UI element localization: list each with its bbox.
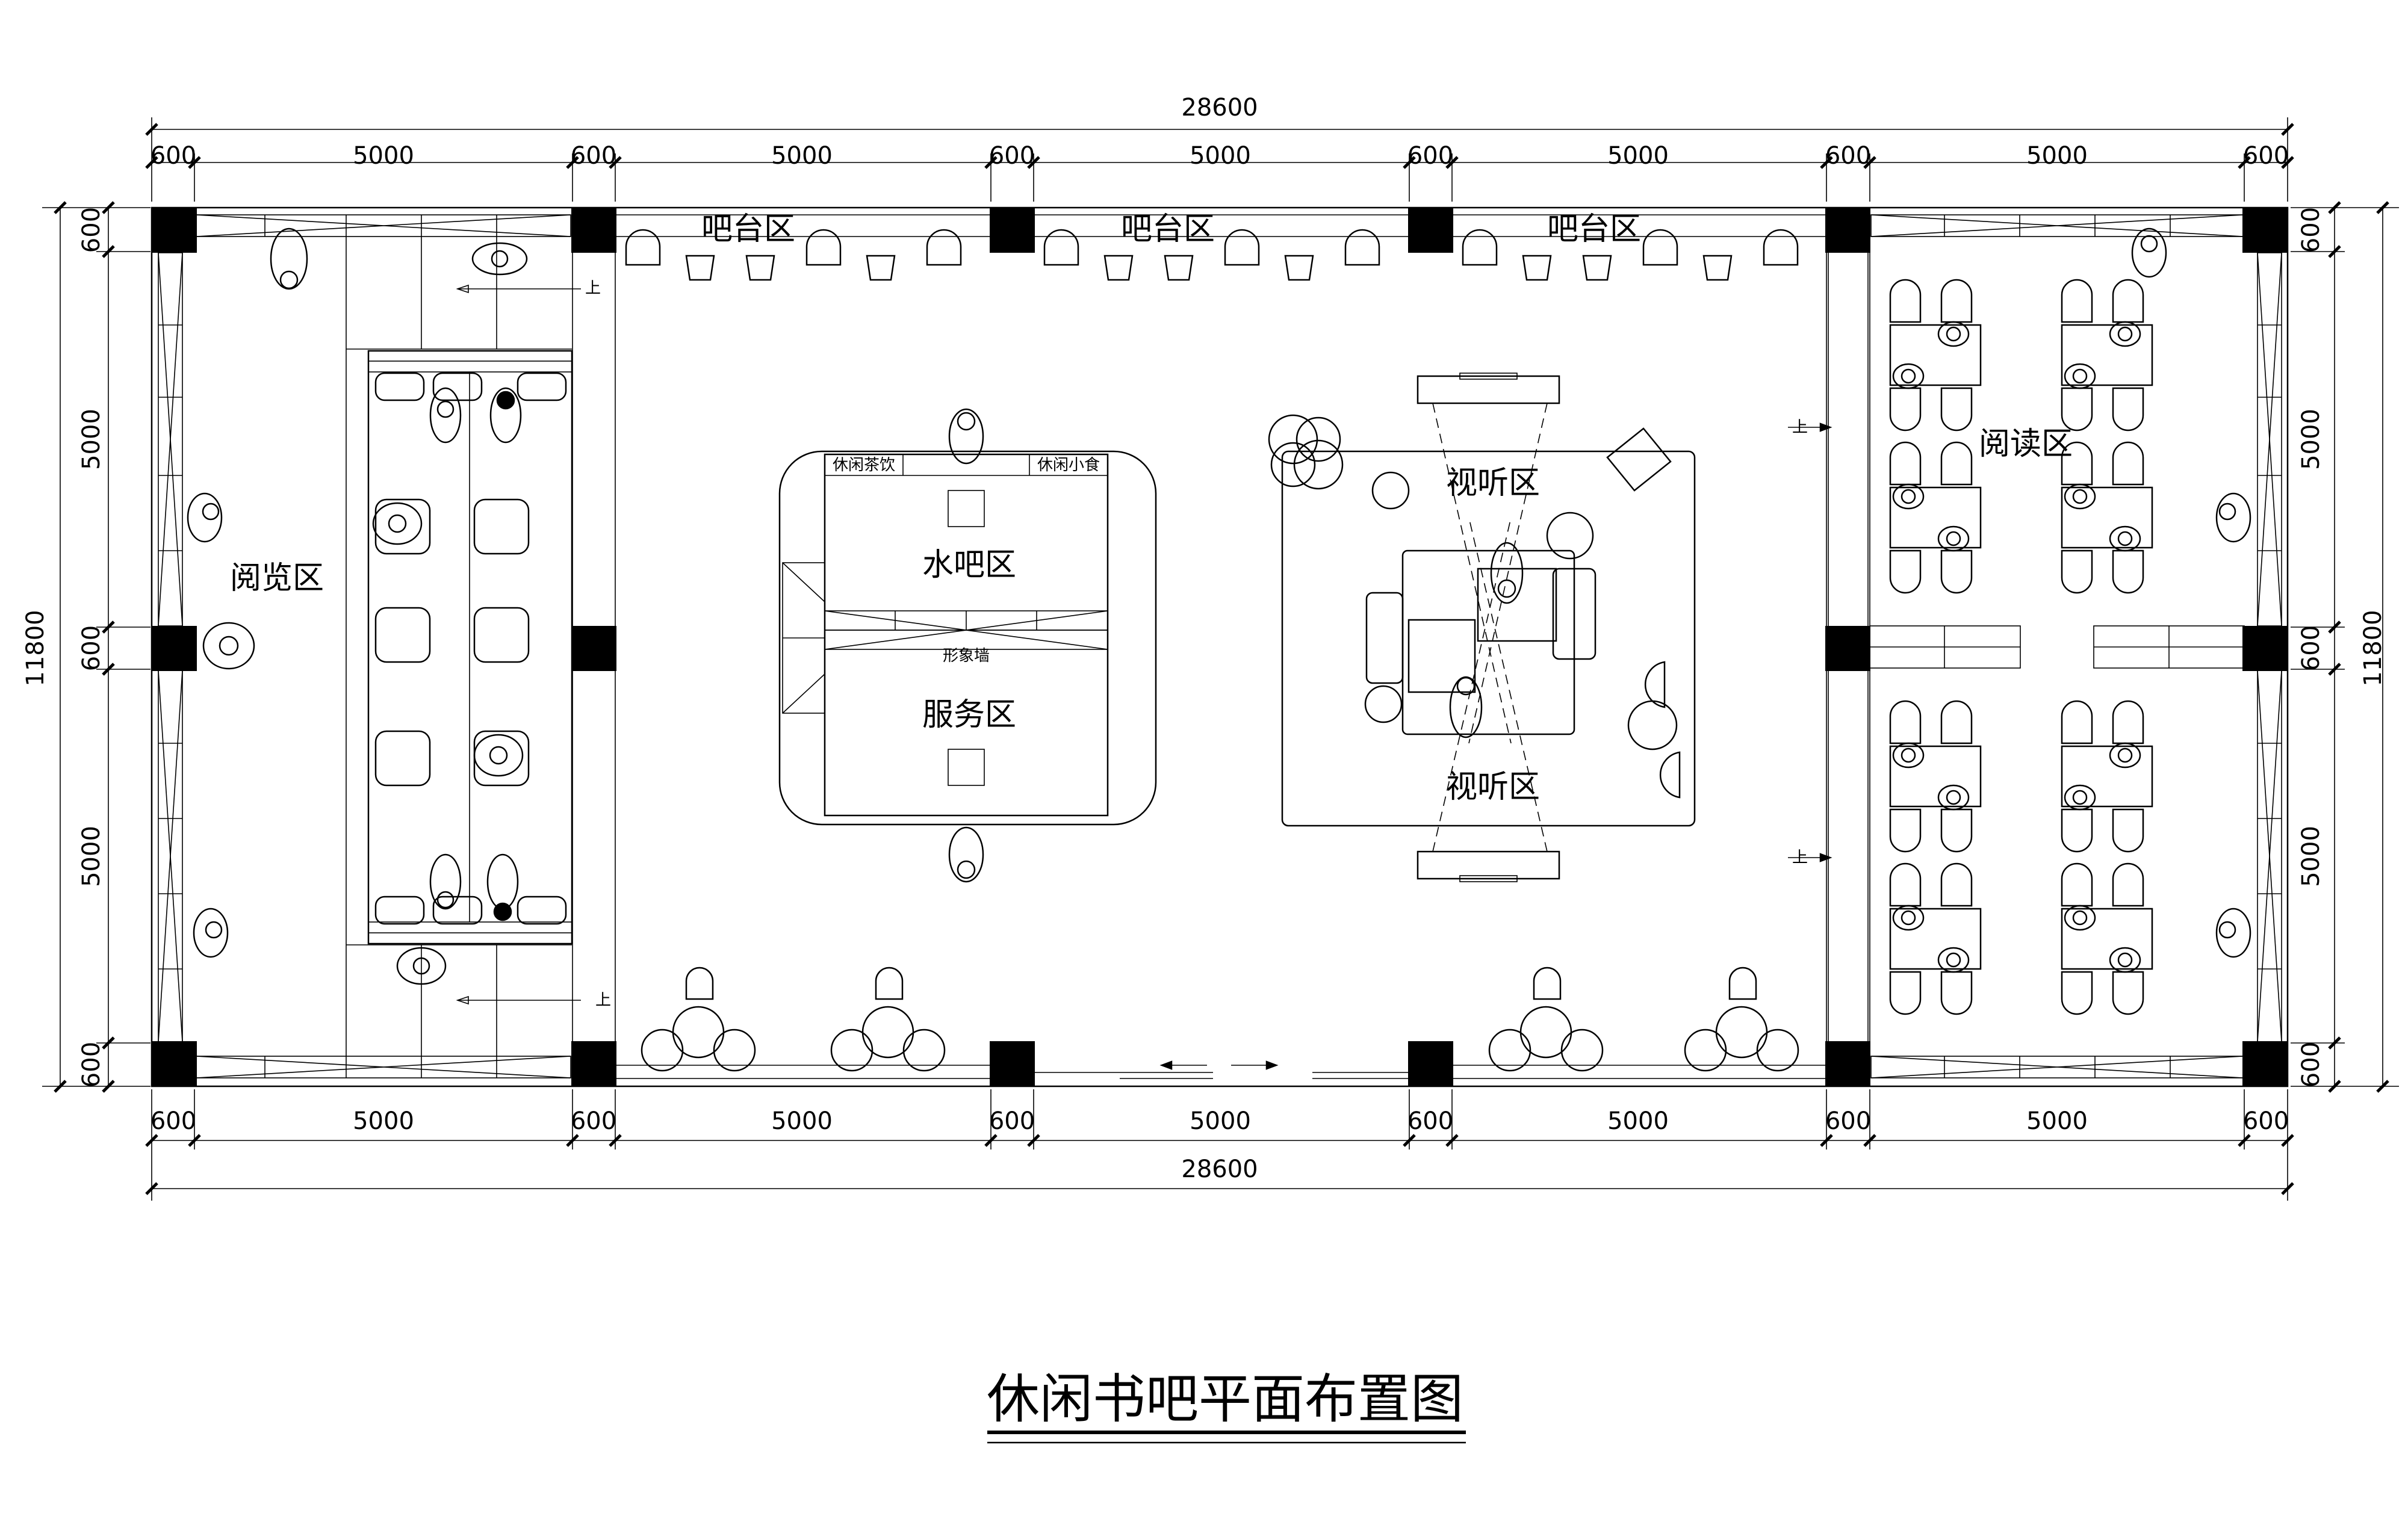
dimension-right: 11800 600 5000 600 5000 600 (2291, 201, 2399, 1093)
zone-label-water-bar: 水吧区 (922, 547, 1016, 583)
dim-left-4: 5000 (78, 826, 105, 887)
dim-bottom-1: 600 (150, 1107, 196, 1135)
drawing-title: 休闲书吧平面布置图 (987, 1368, 1466, 1444)
dim-right-4: 5000 (2297, 826, 2325, 887)
dim-top-5: 600 (989, 142, 1035, 170)
stair-up-label-2: 上 (595, 991, 611, 1009)
dim-bottom-10: 5000 (2026, 1107, 2088, 1135)
dim-top-11: 600 (2243, 142, 2289, 170)
browse-area-furniture (346, 237, 581, 1056)
dim-left-2: 5000 (78, 409, 105, 470)
dim-left-3: 600 (78, 625, 105, 671)
bottom-lounge-seating (641, 967, 1799, 1072)
dim-right-5: 600 (2297, 1042, 2325, 1088)
dim-bottom-5: 600 (989, 1107, 1035, 1135)
dimension-left: 11800 600 5000 600 5000 600 (22, 201, 150, 1093)
label-leisure-snack: 休闲小食 (1037, 456, 1100, 474)
dim-bottom-9: 600 (1825, 1107, 1871, 1135)
dim-bottom-6: 5000 (1190, 1107, 1251, 1135)
zone-label-reading: 阅读区 (1979, 426, 2073, 462)
person-icons-browse (187, 227, 528, 985)
dim-top-10: 5000 (2026, 142, 2088, 170)
dim-top-4: 5000 (771, 142, 833, 170)
water-bar-counter (778, 408, 1157, 883)
dim-left-1: 600 (78, 207, 105, 253)
dim-right-2: 5000 (2297, 409, 2325, 470)
label-image-wall: 形象墙 (943, 647, 990, 665)
dim-bottom-11: 600 (2243, 1107, 2289, 1135)
dim-bottom-7: 600 (1407, 1107, 1453, 1135)
dim-top-8: 5000 (1607, 142, 1669, 170)
dim-right-3: 600 (2297, 625, 2325, 671)
reading-area-furniture (1788, 227, 2251, 1041)
dimension-bottom: 600 5000 600 5000 600 5000 600 5000 600 … (145, 1089, 2294, 1201)
zone-label-browse: 阅览区 (230, 560, 324, 596)
dim-top-9: 600 (1825, 142, 1871, 170)
dim-bottom-3: 600 (571, 1107, 616, 1135)
bar-chairs (625, 229, 1799, 281)
dim-bottom-8: 5000 (1607, 1107, 1669, 1135)
columns (152, 208, 2288, 1086)
overall-height-right: 11800 (2359, 610, 2387, 686)
zone-label-av-1: 视听区 (1446, 465, 1540, 501)
label-leisure-tea: 休闲茶饮 (833, 456, 895, 474)
dim-top-3: 600 (571, 142, 616, 170)
dim-left-5: 600 (78, 1042, 105, 1088)
page-title: 休闲书吧平面布置图 (987, 1368, 1463, 1430)
dim-top-1: 600 (150, 142, 196, 170)
zone-label-bar-3: 吧台区 (1547, 211, 1641, 247)
dimension-top: 28600 600 5000 600 5000 600 5000 600 500… (145, 94, 2294, 202)
zone-label-service: 服务区 (922, 697, 1016, 733)
overall-width-top: 28600 (1181, 94, 1258, 122)
zone-label-bar-2: 吧台区 (1121, 211, 1215, 247)
dim-top-6: 5000 (1190, 142, 1251, 170)
dim-bottom-4: 5000 (771, 1107, 833, 1135)
zone-label-av-2: 视听区 (1446, 769, 1540, 805)
zone-label-bar-1: 吧台区 (701, 211, 795, 247)
dim-right-1: 600 (2297, 207, 2325, 253)
dim-top-2: 5000 (353, 142, 414, 170)
stair-up-label-3: 上 (1792, 418, 1808, 436)
overall-height-left: 11800 (22, 610, 49, 686)
stair-up-label-4: 上 (1792, 849, 1808, 867)
dim-bottom-2: 5000 (353, 1107, 414, 1135)
av-area-furniture (1268, 373, 1696, 882)
overall-width-bottom: 28600 (1181, 1156, 1258, 1183)
stair-up-label-1: 上 (585, 279, 601, 297)
dim-top-7: 600 (1407, 142, 1453, 170)
